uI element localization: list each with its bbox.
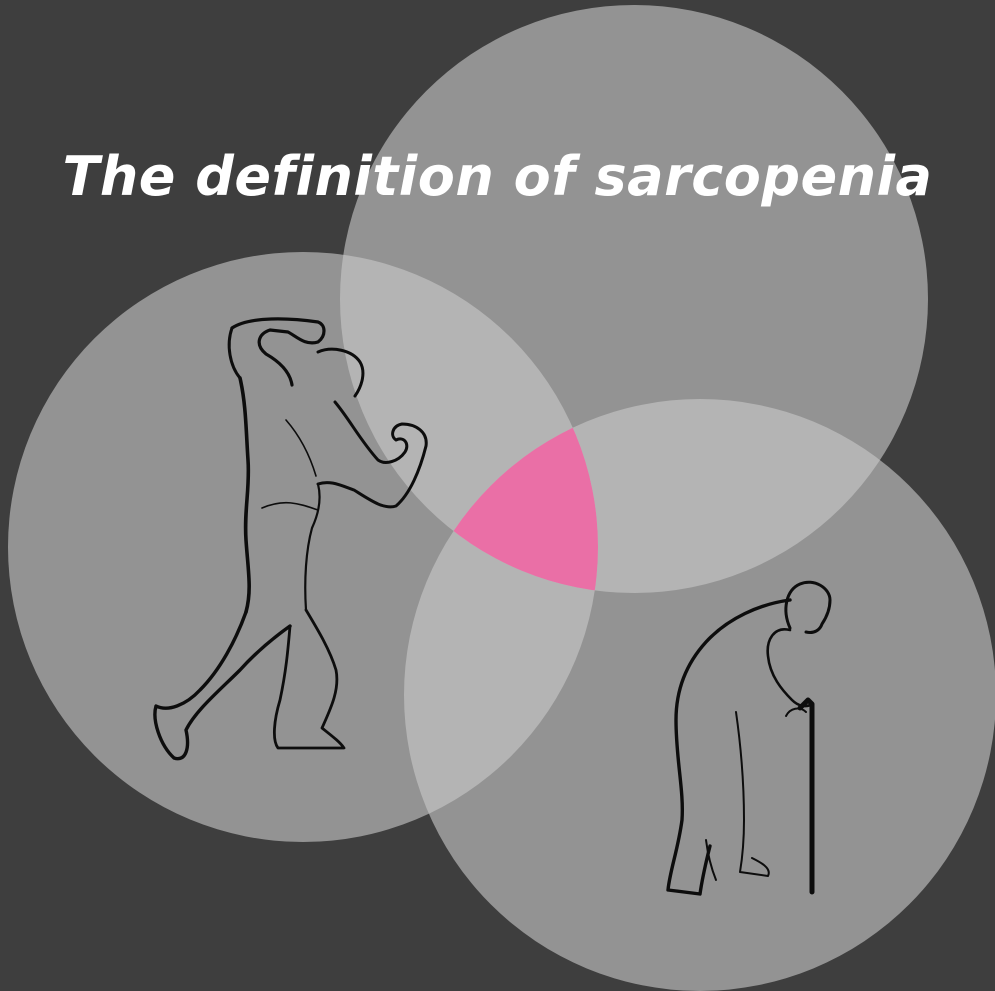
- diagram-title: The definition of sarcopenia: [0, 142, 995, 212]
